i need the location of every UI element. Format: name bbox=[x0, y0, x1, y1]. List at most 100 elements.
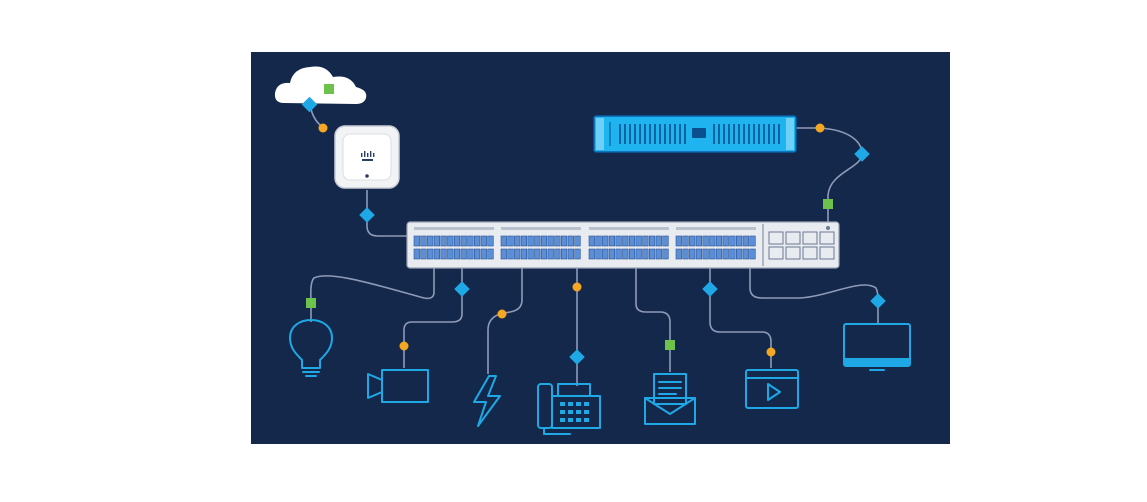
switch-port bbox=[735, 235, 743, 247]
switch-port bbox=[574, 248, 581, 260]
switch-port bbox=[453, 235, 461, 247]
switch-port bbox=[655, 248, 662, 260]
switch-port bbox=[749, 235, 756, 247]
switch-port bbox=[715, 248, 723, 260]
switch-port bbox=[662, 248, 669, 260]
switch-port bbox=[460, 235, 467, 247]
wire-switch-to-video bbox=[709, 268, 772, 368]
monitor-icon bbox=[843, 323, 911, 371]
switch-port bbox=[460, 248, 467, 260]
video-player-icon bbox=[745, 369, 799, 409]
wire-switch-to-monitor bbox=[749, 268, 879, 324]
switch-port bbox=[567, 248, 574, 260]
switch-port bbox=[675, 248, 682, 260]
switch-port bbox=[608, 235, 615, 247]
switch-port bbox=[507, 235, 514, 247]
switch-port bbox=[560, 235, 568, 247]
wire-switch-to-email bbox=[635, 268, 671, 372]
switch-port bbox=[487, 235, 494, 247]
cloud-icon bbox=[274, 66, 367, 104]
switch-port bbox=[715, 235, 723, 247]
switch-port bbox=[628, 248, 636, 260]
switch-port bbox=[588, 235, 595, 247]
switch-port bbox=[560, 248, 568, 260]
switch-port bbox=[729, 235, 736, 247]
rack-server-icon bbox=[593, 115, 797, 153]
switch-port bbox=[427, 235, 434, 247]
switch-port bbox=[547, 248, 554, 260]
switch-port bbox=[682, 235, 689, 247]
switch-port bbox=[413, 235, 420, 247]
connector-blue-diamond bbox=[359, 207, 375, 223]
switch-port bbox=[682, 248, 689, 260]
switch-port-group-label bbox=[414, 227, 494, 230]
switch-port bbox=[500, 235, 507, 247]
connector-green-square bbox=[823, 199, 833, 209]
connector-orange-dot bbox=[815, 123, 825, 133]
switch-port bbox=[420, 248, 427, 260]
switch-port bbox=[608, 248, 615, 260]
switch-port bbox=[540, 248, 548, 260]
connector-orange-dot bbox=[572, 282, 582, 292]
connector-blue-diamond bbox=[854, 146, 870, 162]
desk-phone-icon bbox=[537, 383, 601, 435]
switch-port bbox=[480, 235, 487, 247]
switch-port bbox=[554, 248, 561, 260]
switch-port bbox=[742, 235, 749, 247]
switch-port bbox=[622, 235, 629, 247]
switch-port bbox=[574, 235, 581, 247]
switch-port bbox=[722, 235, 729, 247]
switch-port bbox=[735, 248, 743, 260]
switch-port bbox=[534, 235, 541, 247]
switch-port bbox=[473, 248, 481, 260]
connector-orange-dot bbox=[497, 309, 507, 319]
switch-port bbox=[602, 248, 609, 260]
switch-port bbox=[433, 248, 441, 260]
switch-port bbox=[622, 248, 629, 260]
switch-port bbox=[662, 235, 669, 247]
switch-port bbox=[722, 248, 729, 260]
switch-port bbox=[467, 248, 474, 260]
switch-port bbox=[440, 235, 447, 247]
connector-green-square bbox=[306, 298, 316, 308]
switch-port-group-label bbox=[676, 227, 756, 230]
switch-port bbox=[520, 235, 527, 247]
switch-port bbox=[453, 248, 461, 260]
switch-port bbox=[413, 248, 420, 260]
wire-switch-to-light bbox=[310, 268, 435, 322]
light-bulb-icon bbox=[289, 319, 333, 377]
switch-port-group-label bbox=[589, 227, 669, 230]
switch-port bbox=[642, 248, 649, 260]
switch-port bbox=[567, 235, 574, 247]
switch-port bbox=[635, 235, 642, 247]
switch-port bbox=[588, 248, 595, 260]
switch-port bbox=[447, 248, 454, 260]
switch-port bbox=[602, 235, 609, 247]
switch-port bbox=[729, 248, 736, 260]
switch-port bbox=[534, 248, 541, 260]
wire-switch-to-camera bbox=[403, 268, 463, 368]
switch-port bbox=[702, 235, 709, 247]
switch-port bbox=[514, 235, 521, 247]
switch-port bbox=[467, 235, 474, 247]
switch-port bbox=[520, 248, 527, 260]
switch-port bbox=[615, 235, 622, 247]
connector-green-square bbox=[665, 340, 675, 350]
switch-port bbox=[514, 248, 521, 260]
envelope-icon bbox=[644, 373, 696, 425]
connector-orange-dot bbox=[399, 341, 409, 351]
switch-port bbox=[480, 248, 487, 260]
switch-port bbox=[420, 235, 427, 247]
switch-port bbox=[440, 248, 447, 260]
switch-port bbox=[500, 248, 507, 260]
switch-port bbox=[695, 235, 702, 247]
switch-port bbox=[702, 248, 709, 260]
switch-port bbox=[689, 248, 696, 260]
network-switch-icon bbox=[406, 221, 840, 269]
switch-port bbox=[695, 248, 702, 260]
switch-port bbox=[427, 248, 434, 260]
switch-port bbox=[507, 248, 514, 260]
switch-port bbox=[615, 248, 622, 260]
connector-orange-dot bbox=[318, 123, 328, 133]
